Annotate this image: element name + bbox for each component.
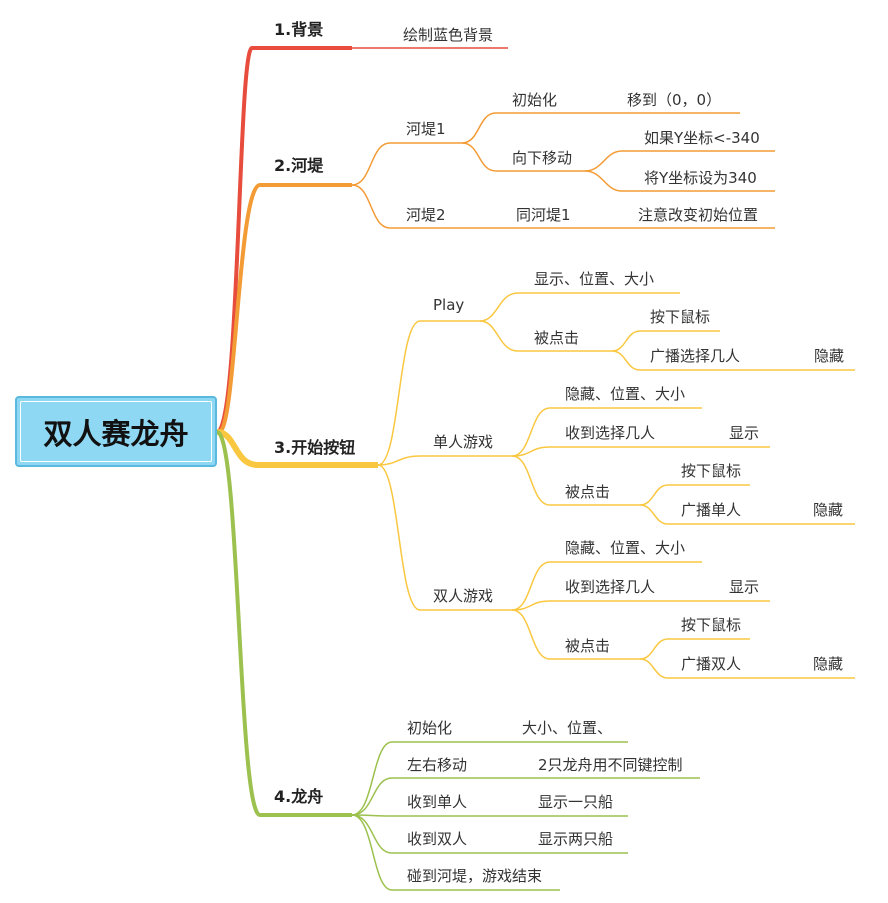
root-title: 双人赛龙舟 xyxy=(43,416,189,451)
node-draw-blue-background[interactable]: 绘制蓝色背景 xyxy=(403,26,494,44)
edge xyxy=(639,504,855,525)
trunk-green xyxy=(215,430,352,817)
node-move-to-origin[interactable]: 移到（0，0） xyxy=(627,91,722,109)
node-play-clicked[interactable]: 被点击 xyxy=(534,329,580,347)
edge xyxy=(377,455,512,466)
node-two-hide-pos-size[interactable]: 隐藏、位置、大小 xyxy=(565,539,686,557)
trunk-yellow xyxy=(216,429,378,468)
node-boat-receive-two[interactable]: 收到双人 xyxy=(407,830,468,848)
node-if-y-less[interactable]: 如果Y坐标<-340 xyxy=(644,129,760,147)
node-show-one-boat[interactable]: 显示一只船 xyxy=(538,793,614,811)
branch-river-bank[interactable]: 2.河堤 xyxy=(274,156,324,175)
node-single-player[interactable]: 单人游戏 xyxy=(433,433,494,451)
node-play[interactable]: Play xyxy=(433,296,465,314)
trunk-red xyxy=(215,46,352,434)
edge xyxy=(511,561,702,611)
node-single-hide[interactable]: 隐藏 xyxy=(813,501,844,519)
node-boat-move-lr[interactable]: 左右移动 xyxy=(407,756,468,774)
edge xyxy=(461,142,585,172)
node-single-receive-choose[interactable]: 收到选择几人 xyxy=(565,424,656,442)
node-same-as-bank1[interactable]: 同河堤1 xyxy=(516,206,571,224)
node-single-mouse-down[interactable]: 按下鼠标 xyxy=(681,462,742,480)
edge xyxy=(351,741,628,816)
node-boat-init[interactable]: 初始化 xyxy=(407,719,453,737)
edge xyxy=(639,658,855,679)
node-two-receive-choose[interactable]: 收到选择几人 xyxy=(565,578,656,596)
node-two-clicked[interactable]: 被点击 xyxy=(565,637,611,655)
node-set-y[interactable]: 将Y坐标设为340 xyxy=(644,169,757,187)
edge xyxy=(377,464,512,611)
node-boat-size-pos[interactable]: 大小、位置、 xyxy=(522,719,613,737)
node-play-mouse-down[interactable]: 按下鼠标 xyxy=(650,308,711,326)
node-boat-receive-single[interactable]: 收到单人 xyxy=(407,793,468,811)
edge xyxy=(511,455,640,506)
edge xyxy=(511,609,640,660)
root-node[interactable]: 双人赛龙舟 xyxy=(15,396,217,467)
node-bank1[interactable]: 河堤1 xyxy=(406,120,446,138)
branch-start-button[interactable]: 3.开始按钮 xyxy=(274,438,356,457)
root-node-inner-border xyxy=(20,401,212,462)
edge xyxy=(479,292,680,322)
node-bank1-move-down[interactable]: 向下移动 xyxy=(512,149,573,167)
edge xyxy=(351,777,700,816)
node-single-show[interactable]: 显示 xyxy=(729,424,760,442)
node-two-mouse-down[interactable]: 按下鼠标 xyxy=(681,616,742,634)
edge xyxy=(611,330,720,352)
node-bank1-init[interactable]: 初始化 xyxy=(512,91,558,109)
edge xyxy=(351,142,462,186)
edge xyxy=(511,407,702,457)
edge xyxy=(351,814,628,854)
node-broadcast-two[interactable]: 广播双人 xyxy=(681,655,742,673)
edge xyxy=(639,484,750,506)
node-single-clicked[interactable]: 被点击 xyxy=(565,483,611,501)
edge xyxy=(611,350,855,371)
edge xyxy=(351,184,775,229)
edge xyxy=(511,600,770,611)
node-play-show-pos-size[interactable]: 显示、位置、大小 xyxy=(534,270,655,288)
node-bank2[interactable]: 河堤2 xyxy=(406,206,446,224)
node-show-two-boats[interactable]: 显示两只船 xyxy=(538,830,614,848)
node-two-hide[interactable]: 隐藏 xyxy=(813,655,844,673)
node-play-hide[interactable]: 隐藏 xyxy=(814,347,845,365)
edge xyxy=(377,320,480,466)
node-two-player[interactable]: 双人游戏 xyxy=(433,587,494,605)
node-hit-bank-game-over[interactable]: 碰到河堤，游戏结束 xyxy=(407,867,543,885)
branch-dragon-boat[interactable]: 4.龙舟 xyxy=(274,787,324,806)
edge xyxy=(511,446,770,457)
node-broadcast-single[interactable]: 广播单人 xyxy=(681,501,742,519)
edge xyxy=(639,638,750,660)
edge xyxy=(479,320,612,352)
trunk-orange xyxy=(217,183,352,434)
edge xyxy=(584,150,775,172)
node-two-show[interactable]: 显示 xyxy=(729,578,760,596)
node-broadcast-choose-players[interactable]: 广播选择几人 xyxy=(650,347,741,365)
node-two-boats-keys[interactable]: 2只龙舟用不同键控制 xyxy=(538,756,683,774)
node-change-init-position[interactable]: 注意改变初始位置 xyxy=(638,206,759,224)
edge xyxy=(584,170,775,192)
edge xyxy=(351,814,560,891)
edge xyxy=(461,112,740,144)
node-single-hide-pos-size[interactable]: 隐藏、位置、大小 xyxy=(565,385,686,403)
branch-background[interactable]: 1.背景 xyxy=(274,20,324,39)
edge xyxy=(351,814,628,817)
